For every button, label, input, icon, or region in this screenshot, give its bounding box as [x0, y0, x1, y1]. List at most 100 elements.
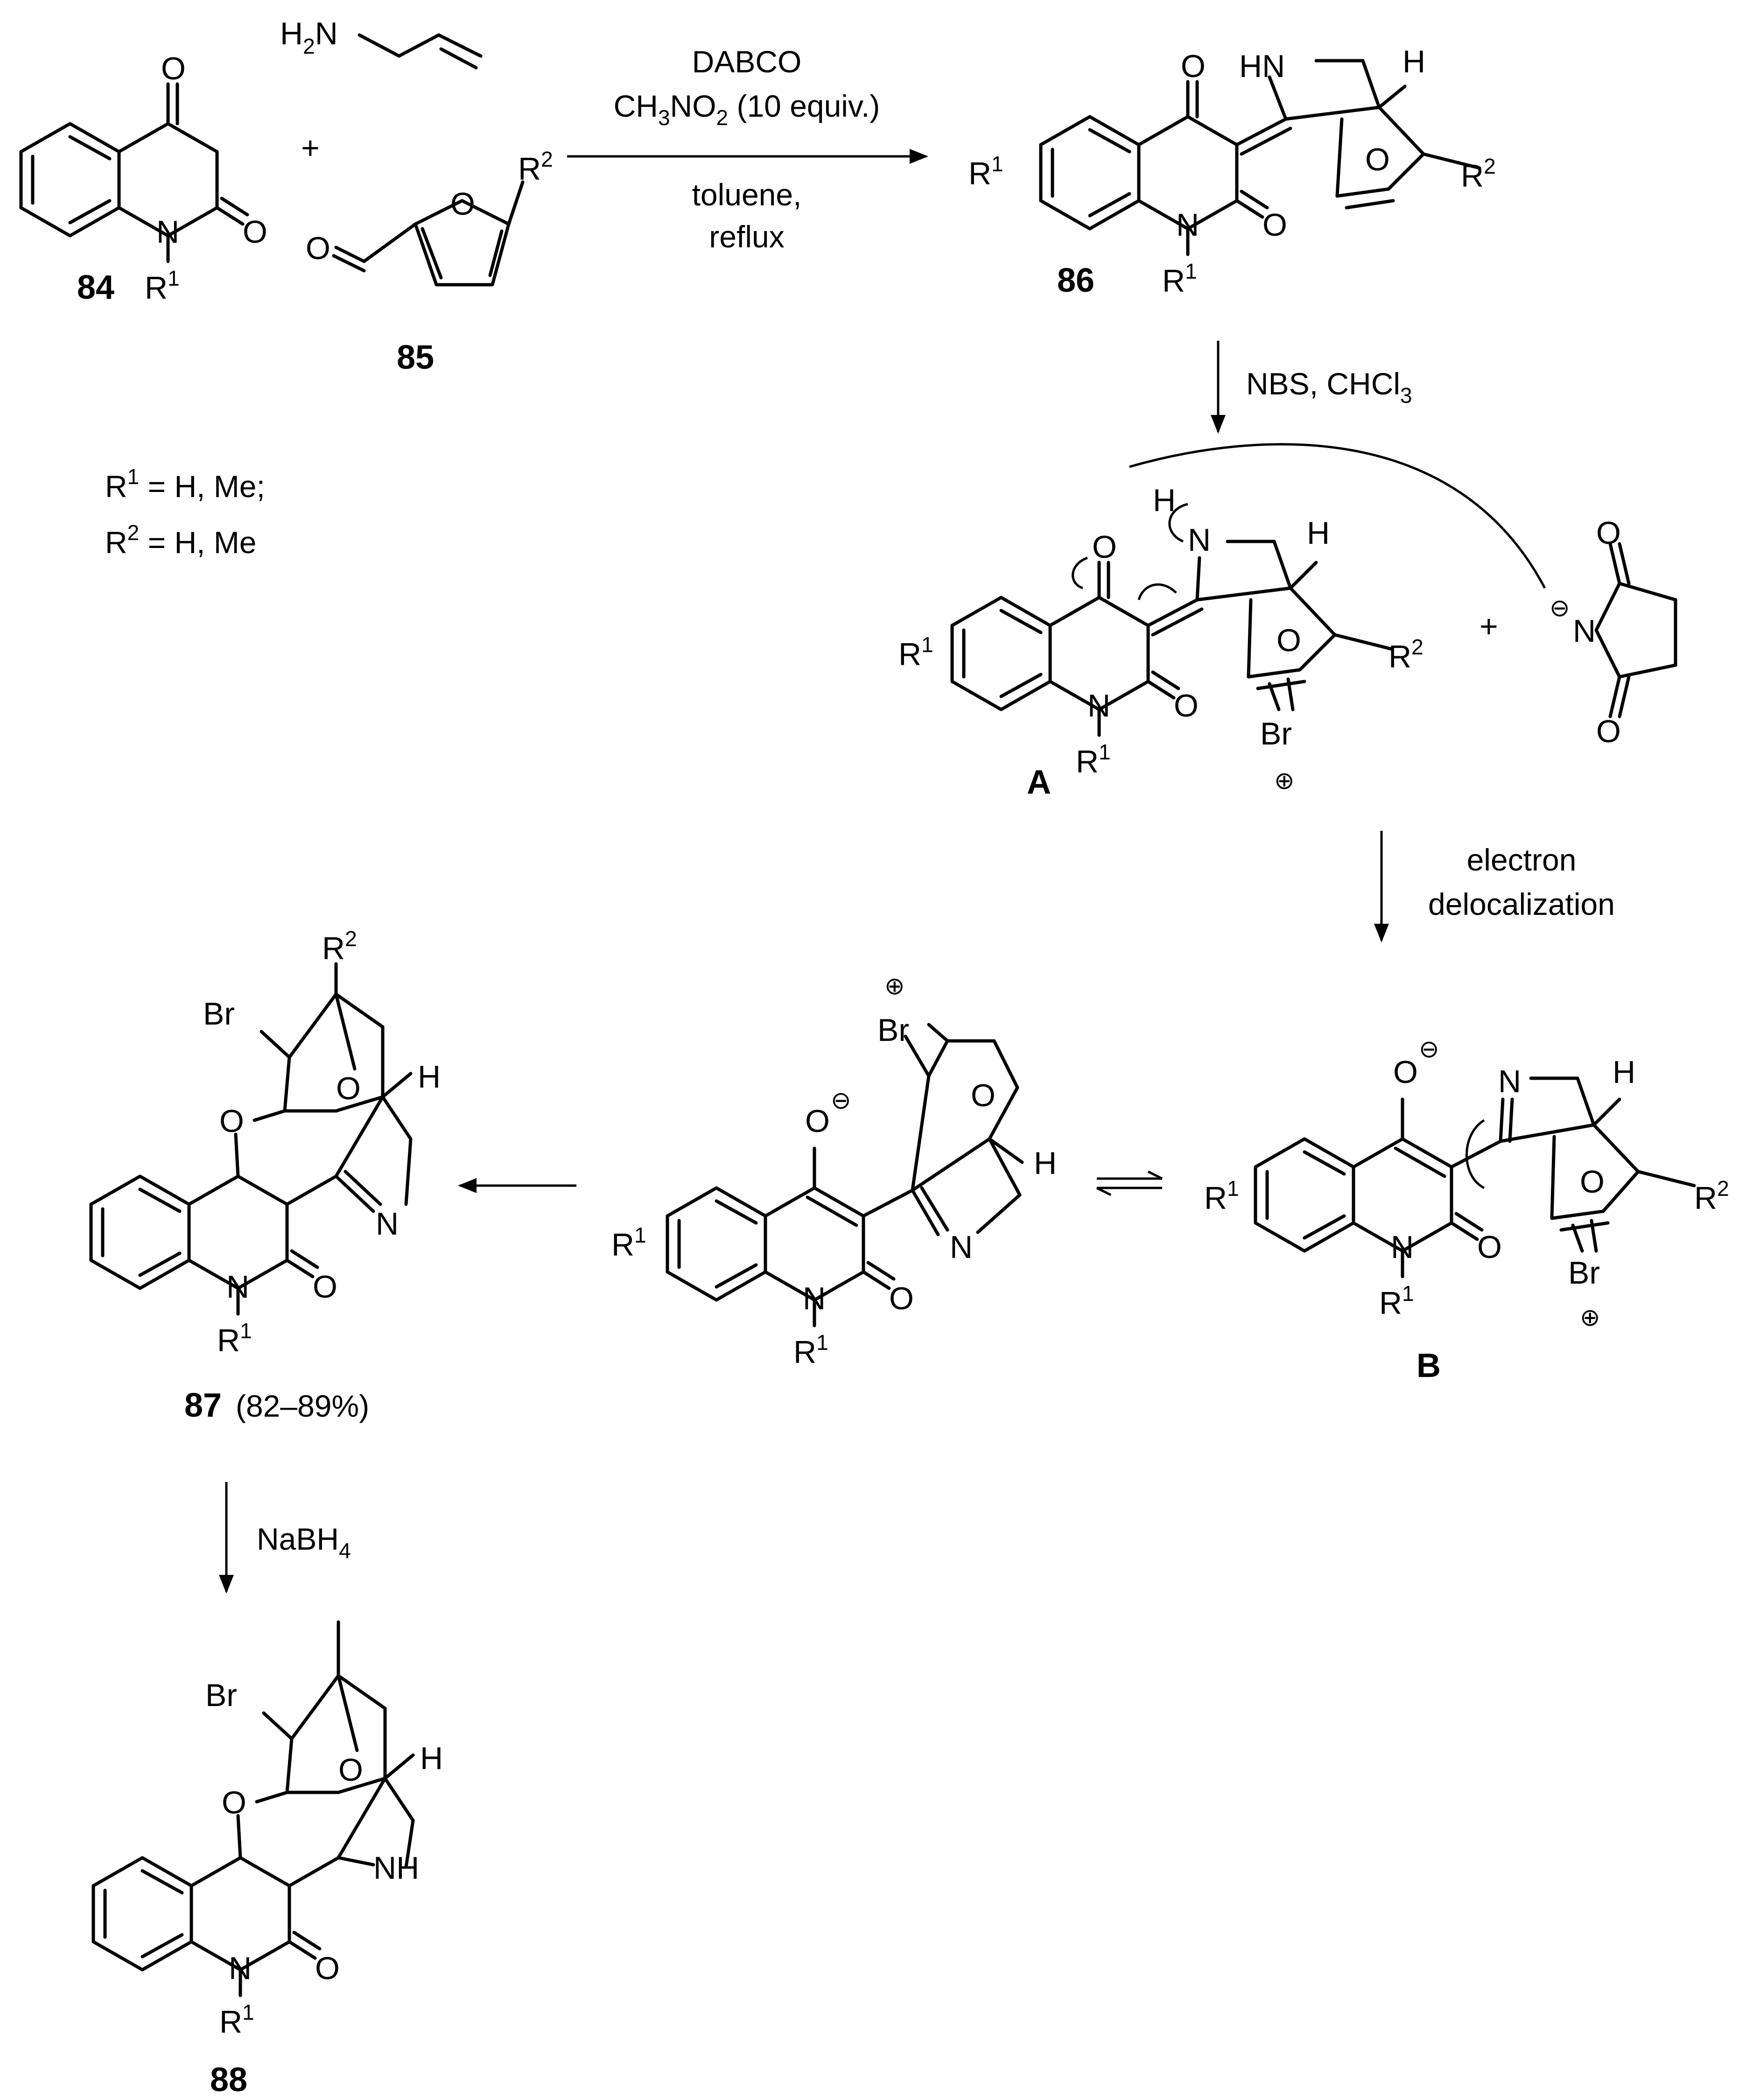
compound-86-structure [1039, 59, 1481, 256]
plus-sign: + [301, 130, 320, 166]
atom-O: O [306, 231, 330, 266]
atom-N: N [803, 1281, 826, 1316]
atom-N: N [229, 1951, 252, 1986]
condition-dabco: DABCO [692, 44, 802, 79]
atom-N: N [376, 1206, 399, 1242]
atom-R1: R1 [611, 1223, 646, 1263]
atom-Br: Br [205, 1678, 237, 1713]
atom-O: O [805, 1103, 830, 1139]
allylamine-structure [358, 33, 483, 70]
atom-H2N: H2N [280, 16, 338, 58]
compound-label-86: 86 [1057, 262, 1094, 299]
positive-charge: ⊕ [1274, 767, 1295, 794]
negative-charge: ⊖ [1550, 595, 1570, 622]
atom-Br: Br [877, 1012, 909, 1048]
atom-H: H [420, 1741, 443, 1776]
atom-R2: R2 [1694, 1176, 1729, 1216]
atom-H: H [1153, 483, 1176, 518]
equilibrium-arrows [1096, 1170, 1163, 1196]
atom-NH: NH [373, 1850, 419, 1886]
atom-R2: R2 [518, 147, 553, 187]
intermediate-B-structure [1254, 1076, 1696, 1278]
intermediate-label-A: A [1027, 764, 1051, 801]
atom-N: N [950, 1229, 973, 1265]
intermediate-middle-structure [666, 1023, 1024, 1327]
compound-label-88: 88 [210, 2061, 247, 2099]
atom-HN: HN [1239, 49, 1285, 84]
atom-R1: R1 [1379, 1281, 1414, 1321]
atom-O: O [1181, 49, 1206, 84]
atom-N: N [1087, 688, 1110, 723]
condition-toluene: toluene, [692, 177, 802, 212]
atom-O: O [1276, 623, 1301, 658]
atom-R1: R1 [793, 1330, 828, 1370]
atom-O: O [1174, 688, 1199, 723]
atom-O: O [222, 1785, 246, 1820]
atom-N: N [1498, 1064, 1521, 1099]
atom-Br: Br [1568, 1255, 1600, 1291]
atom-R1: R1 [968, 152, 1003, 191]
succinimide-anion-structure [1594, 542, 1677, 718]
atom-O: O [313, 1269, 337, 1305]
atom-R1: R1 [1204, 1176, 1239, 1216]
compound-87-yield: (82–89%) [236, 1389, 369, 1423]
atom-Br: Br [1260, 716, 1292, 752]
atom-O: O [338, 1752, 363, 1788]
atom-N: N [1391, 1229, 1414, 1265]
condition-nbs: NBS, CHCl3 [1246, 366, 1412, 407]
negative-charge: ⊖ [1419, 1036, 1439, 1063]
compound-84-structure [19, 82, 249, 263]
atom-O: O [889, 1281, 914, 1316]
atom-R2: R2 [322, 927, 357, 966]
condition-electron: electron [1467, 843, 1577, 877]
negative-charge: ⊖ [831, 1087, 851, 1114]
atom-O: O [1092, 529, 1117, 565]
atom-O: O [1596, 515, 1621, 551]
condition-reflux: reflux [709, 219, 784, 254]
atom-O: O [1365, 142, 1390, 177]
compound-label-87: 87 [184, 1387, 222, 1424]
atom-O: O [336, 1071, 361, 1106]
intermediate-label-B: B [1416, 1347, 1441, 1384]
atom-Br: Br [203, 996, 235, 1032]
atom-R1: R1 [217, 1319, 252, 1358]
atom-R1: R1 [898, 632, 933, 672]
atom-N: N [1188, 522, 1211, 558]
atom-O: O [161, 51, 186, 86]
compound-85-structure [332, 180, 525, 287]
plus-sign: + [1480, 609, 1498, 644]
atom-H: H [1307, 515, 1330, 551]
compound-87-structure [89, 962, 413, 1316]
positive-charge: ⊕ [884, 973, 905, 1000]
compound-88-structure [91, 1620, 415, 1997]
intermediate-A-structure [950, 443, 1546, 737]
substituent-r1-definition: R1 = H, Me; [105, 464, 265, 504]
atom-O: O [219, 1103, 244, 1139]
atom-N: N [156, 214, 179, 250]
atom-H: H [1402, 44, 1425, 79]
atom-O: O [243, 214, 267, 250]
atom-O: O [1477, 1229, 1502, 1265]
atom-O: O [315, 1951, 340, 1986]
atom-O: O [1262, 207, 1287, 243]
atom-R1: R1 [1162, 259, 1197, 299]
atom-N: N [1573, 613, 1596, 649]
atom-R2: R2 [1461, 154, 1496, 194]
atom-O: O [1596, 714, 1621, 749]
atom-O: O [1393, 1054, 1418, 1090]
condition-nabh4: NaBH4 [257, 1522, 351, 1563]
atom-H: H [1034, 1145, 1057, 1181]
compound-label-85: 85 [397, 339, 434, 376]
atom-O: O [971, 1078, 996, 1113]
atom-O: O [1580, 1164, 1605, 1200]
atom-R1: R1 [219, 2000, 254, 2040]
atom-R1: R1 [1076, 740, 1111, 780]
atom-N: N [226, 1269, 249, 1305]
atom-H: H [418, 1059, 441, 1095]
positive-charge: ⊕ [1580, 1304, 1600, 1331]
compound-label-84: 84 [77, 269, 114, 306]
atom-O: O [450, 186, 475, 222]
atom-H: H [1613, 1054, 1635, 1090]
atom-R2: R2 [1388, 635, 1423, 674]
